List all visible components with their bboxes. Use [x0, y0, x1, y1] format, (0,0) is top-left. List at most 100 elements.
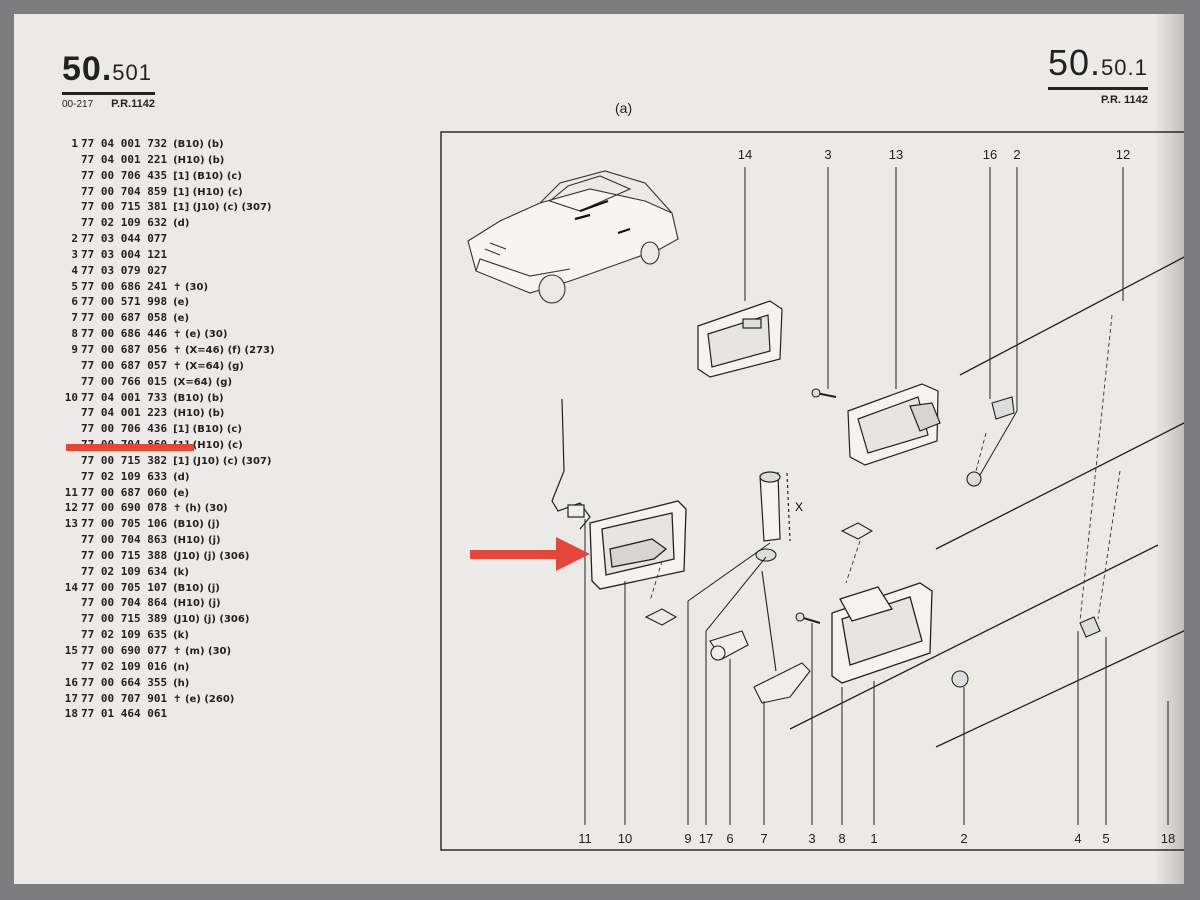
part-note: ✝ (e) (260) — [173, 693, 235, 705]
part-reference: 77 02 109 633 — [81, 469, 168, 483]
part-note: (d) — [173, 218, 190, 230]
part-index: 4 — [71, 263, 78, 277]
parts-row: 77 00 715 381[1] (J10) (c) (307) — [60, 199, 275, 215]
part-14-front-inner-handle — [697, 300, 783, 378]
part-reference: 77 00 715 389 — [81, 612, 168, 626]
bottom-callout-number: 6 — [726, 831, 733, 846]
left-section-number: 50.501 — [62, 52, 155, 95]
part-index: 15 — [64, 644, 78, 657]
parts-row: 77 00 687 057 ✝ (X=64) (g) — [60, 358, 275, 374]
car-sketch — [467, 170, 679, 304]
right-section-number: 50.50.1 — [1048, 45, 1148, 90]
callout-leaders — [584, 167, 1169, 825]
right-pr-number: P.R. 1142 — [1100, 94, 1148, 106]
part-reference: 77 00 690 078 — [81, 501, 168, 515]
part-note: (e) — [173, 297, 190, 309]
part-index: 1 — [71, 137, 78, 150]
clips — [951, 396, 1101, 688]
part-note: [1] (J10) (c) (307) — [173, 202, 272, 214]
figure-label: (a) — [615, 100, 633, 116]
top-callout-number: 14 — [738, 147, 752, 162]
bottom-callout-number: 9 — [684, 831, 691, 846]
part-note: (d) — [173, 471, 190, 483]
bottom-callout-number: 1 — [870, 831, 877, 846]
part-reference: 77 00 571 998 — [81, 295, 168, 309]
part-reference: 77 00 687 057 — [81, 358, 168, 372]
part-index: 14 — [64, 580, 78, 594]
part-6-clip — [709, 630, 749, 661]
parts-row: 77 04 001 223 (H10) (b) — [60, 405, 275, 421]
part-reference: 77 00 715 382 — [81, 453, 168, 467]
parts-row: 77 00 704 864(H10) (j) — [60, 595, 275, 611]
part-note: (H10) (b) — [173, 408, 225, 420]
part-note: [1] (J10) (c) (307) — [173, 455, 272, 467]
part-reference: 77 00 706 435 — [81, 168, 168, 182]
bottom-callout-number: 5 — [1102, 831, 1109, 846]
left-pr-number: P.R.1142 — [111, 98, 155, 110]
part-index: 6 — [71, 295, 78, 309]
part-note: (e) — [173, 313, 190, 325]
part-reference: 77 00 707 901 — [81, 691, 168, 705]
bottom-callout-number: 10 — [618, 831, 632, 846]
part-index: 10 — [64, 390, 78, 404]
part-reference: 77 00 686 446 — [81, 327, 168, 341]
parts-row: 77 00 706 435[1] (B10) (c) — [60, 168, 275, 184]
top-callout-number: 3 — [824, 147, 831, 162]
part-note: (k) — [173, 630, 189, 642]
part-index: 13 — [64, 517, 78, 531]
bottom-callout-number: 11 — [578, 831, 592, 846]
part-reference: 77 00 687 058 — [81, 311, 168, 325]
part-reference: 77 00 766 015 — [81, 374, 168, 388]
part-index: 18 — [64, 707, 78, 721]
part-reference: 77 00 687 056 — [81, 342, 168, 356]
parts-row: 77 00 766 015 (X=64) (g) — [60, 374, 275, 390]
part-index: 8 — [71, 327, 78, 341]
part-note: ✝ (m) (30) — [173, 646, 232, 657]
parts-row: 77 02 109 635(k) — [60, 627, 275, 643]
top-callout-number: 13 — [889, 147, 903, 162]
part-reference: 77 02 109 632 — [81, 216, 168, 230]
part-note: (X=64) (g) — [173, 376, 233, 388]
bottom-callout-number: 18 — [1161, 831, 1175, 846]
left-page-code: 00-217 — [62, 99, 94, 110]
dimension-x-label: X — [795, 500, 803, 514]
connecting-rods — [789, 256, 1184, 748]
part-note: ✝ (X=64) (g) — [173, 360, 244, 372]
parts-row: 77 02 109 016(n) — [60, 659, 275, 675]
part-index: 12 — [64, 501, 78, 515]
part-reference: 77 04 001 733 — [81, 390, 168, 404]
part-note: (B10) (j) — [173, 582, 220, 594]
part-reference: 77 04 001 223 — [81, 406, 168, 420]
part-reference: 77 00 704 863 — [81, 533, 168, 547]
part-note: [1] (B10) (c) — [173, 424, 242, 436]
part-reference: 77 01 464 061 — [81, 707, 168, 721]
part-note: (k) — [173, 566, 189, 578]
top-callout-number: 2 — [1013, 147, 1020, 162]
part-note: (H10) (j) — [173, 535, 221, 547]
part-note: (J10) (j) (306) — [173, 614, 250, 626]
part-note: [1] (H10) (c) — [173, 186, 243, 198]
top-callout-number: 16 — [983, 147, 997, 162]
part-index: 2 — [71, 232, 78, 246]
part-index: 9 — [71, 342, 78, 356]
part-index: 5 — [71, 279, 78, 293]
screws — [795, 388, 837, 624]
part-note: ✝ (X=46) (f) (273) — [173, 344, 275, 356]
part-note: (e) — [173, 487, 190, 499]
part-11-control-rod — [551, 398, 591, 530]
part-index: 17 — [64, 691, 78, 705]
part-reference: 77 03 079 027 — [81, 263, 168, 277]
part-reference: 77 00 664 355 — [81, 675, 168, 689]
